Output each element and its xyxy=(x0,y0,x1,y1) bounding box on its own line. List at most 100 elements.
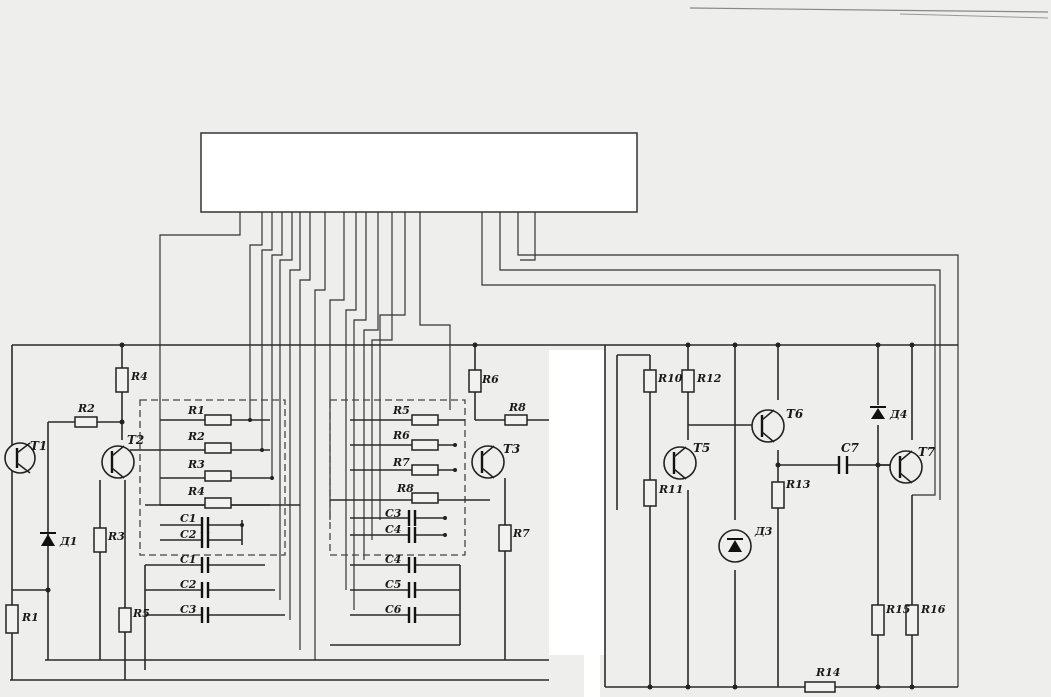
bank-resistor-R4 xyxy=(204,497,232,509)
switch-leads xyxy=(159,212,959,687)
labels: T1 T2 T3 T5 T6 T7 Д1 Д3 Д4 R1 R2 R3 R4 R… xyxy=(21,370,946,679)
resistor-R5 xyxy=(118,607,132,633)
label-C7: C7 xyxy=(841,441,860,455)
resistor-R15 xyxy=(871,604,885,636)
resistor-R8 xyxy=(504,414,528,426)
transistor-T1 xyxy=(4,442,36,474)
transistor-T6 xyxy=(751,409,785,443)
label-bank-C3-b: C3 xyxy=(385,507,402,520)
label-R1: R1 xyxy=(21,611,39,624)
label-T2: T2 xyxy=(127,433,144,447)
label-bank-R4: R4 xyxy=(187,485,205,498)
bank-cap-c2-a xyxy=(200,532,210,548)
switch-block xyxy=(200,132,638,213)
resistor-R14 xyxy=(804,681,836,693)
label-bank-C6: C6 xyxy=(385,603,402,616)
right-switch-section xyxy=(329,399,466,556)
label-T6: T6 xyxy=(786,407,804,421)
junction-dots xyxy=(45,342,915,690)
resistors xyxy=(5,367,919,693)
label-bank-C1-b: C1 xyxy=(180,553,196,566)
resistor-R2 xyxy=(74,416,98,428)
label-R6: R6 xyxy=(481,373,499,386)
resistor-R11 xyxy=(643,479,657,507)
bank-resistor-R8 xyxy=(411,492,439,504)
bank-resistor-R6 xyxy=(411,439,439,451)
label-D1: Д1 xyxy=(59,535,77,548)
label-R7: R7 xyxy=(512,527,530,540)
diodes xyxy=(40,406,886,563)
resistor-R12 xyxy=(681,369,695,393)
label-R8: R8 xyxy=(508,401,526,414)
diode-D4 xyxy=(870,406,886,419)
power-rails xyxy=(10,344,958,688)
resistor-R6 xyxy=(468,369,482,393)
blank-patch-bottom xyxy=(584,655,600,697)
label-bank-R6: R6 xyxy=(392,429,410,442)
bank-resistor-R7 xyxy=(411,464,439,476)
left-bank-wiring xyxy=(144,419,285,670)
label-bank-C4-b: C4 xyxy=(385,553,401,566)
label-R11: R11 xyxy=(658,483,683,496)
bank-cap-c1-b xyxy=(200,557,210,573)
bank-cap-c4-a xyxy=(407,527,417,543)
label-R14: R14 xyxy=(815,666,840,679)
blank-patch-center xyxy=(549,350,605,655)
label-T3: T3 xyxy=(503,442,520,456)
bank-cap-c3-b xyxy=(407,510,417,526)
label-T1: T1 xyxy=(30,439,47,453)
label-bank-R5: R5 xyxy=(392,404,410,417)
label-D3: Д3 xyxy=(754,525,773,538)
bank-resistor-R3 xyxy=(204,470,232,482)
left-stage-wiring xyxy=(11,345,300,680)
label-T7: T7 xyxy=(918,445,936,459)
diode-D1 xyxy=(40,532,56,546)
bank-cap-c6 xyxy=(407,607,417,623)
resistor-R10 xyxy=(643,369,657,393)
label-R12: R12 xyxy=(696,372,722,385)
label-bank-C2-b: C2 xyxy=(180,578,197,591)
right-bank-wiring xyxy=(330,345,549,660)
bank-resistor-R5 xyxy=(411,414,439,426)
label-bank-C2-a: C2 xyxy=(180,528,197,541)
label-bank-R8: R8 xyxy=(396,482,414,495)
bank-cap-c3-a xyxy=(200,607,210,623)
resistor-R13 xyxy=(771,481,785,509)
transistor-T5 xyxy=(663,446,697,480)
label-bank-R3: R3 xyxy=(187,458,205,471)
label-D4: Д4 xyxy=(889,408,907,421)
transistors xyxy=(4,409,923,484)
resistor-R7 xyxy=(498,524,512,552)
label-R16: R16 xyxy=(920,603,946,616)
label-R2: R2 xyxy=(77,402,95,415)
bank-cap-c1-a xyxy=(200,517,210,533)
capacitors xyxy=(200,456,849,623)
label-bank-R7: R7 xyxy=(392,456,410,469)
resistor-R4 xyxy=(115,367,129,393)
resistor-R16 xyxy=(905,604,919,636)
left-switch-section xyxy=(139,399,286,556)
resistor-R3 xyxy=(93,527,107,553)
label-R15: R15 xyxy=(885,603,910,616)
bank-cap-c4-b xyxy=(407,557,417,573)
bank-cap-c2-b xyxy=(200,582,210,598)
label-T5: T5 xyxy=(693,441,710,455)
diode-D3 xyxy=(718,529,752,563)
label-bank-R2: R2 xyxy=(187,430,205,443)
transistor-T2 xyxy=(101,445,135,479)
label-bank-C1-a: C1 xyxy=(180,512,196,525)
label-bank-C4-a: C4 xyxy=(385,523,401,536)
label-R13: R13 xyxy=(785,478,811,491)
label-bank-R1: R1 xyxy=(187,404,205,417)
label-R4: R4 xyxy=(130,370,148,383)
right-stage-wiring xyxy=(604,345,913,687)
label-bank-C5: C5 xyxy=(385,578,401,591)
bank-resistor-R2 xyxy=(204,442,232,454)
capacitor-C7 xyxy=(837,456,849,474)
bank-cap-c5 xyxy=(407,582,417,598)
resistor-R1 xyxy=(5,604,19,634)
scan-edge-marks xyxy=(689,7,1049,19)
transistor-T7 xyxy=(889,450,923,484)
label-R5: R5 xyxy=(132,607,150,620)
